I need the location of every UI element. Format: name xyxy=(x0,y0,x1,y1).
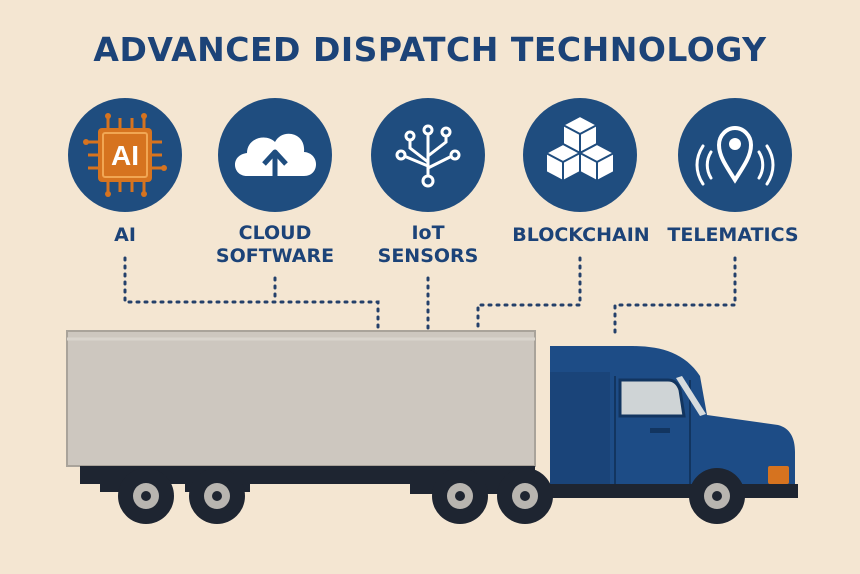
wheel xyxy=(432,468,488,524)
front-bumper xyxy=(758,484,798,498)
label-telematics: TELEMATICS xyxy=(648,224,818,247)
truck-illustration xyxy=(66,330,798,524)
label-iot-line1: IoT xyxy=(411,222,445,244)
connector-blockchain xyxy=(476,256,582,332)
ai-chip-text: AI xyxy=(111,140,139,171)
cab-window xyxy=(618,378,686,418)
page-title: ADVANCED DISPATCH TECHNOLOGY xyxy=(93,30,767,69)
label-iot-sensors: IoT SENSORS xyxy=(343,222,513,268)
label-blockchain-text: BLOCKCHAIN xyxy=(512,224,650,246)
connector-telematics xyxy=(613,256,737,340)
wheel xyxy=(689,468,745,524)
headlight xyxy=(768,466,789,484)
ai-chip-icon: AI xyxy=(68,98,182,212)
cloud-upload-icon xyxy=(218,98,332,212)
wheels xyxy=(118,468,745,524)
label-cloud-software: CLOUD SOFTWARE xyxy=(190,222,360,268)
blockchain-cubes-icon xyxy=(523,98,637,212)
circuit-sensor-icon xyxy=(371,98,485,212)
wheel xyxy=(497,468,553,524)
connector-lines xyxy=(123,256,737,340)
label-cloud-line2: SOFTWARE xyxy=(215,245,335,267)
label-ai-text: AI xyxy=(114,224,136,246)
label-ai: AI xyxy=(40,224,210,247)
label-blockchain: BLOCKCHAIN xyxy=(496,224,666,247)
label-iot-line2: SENSORS xyxy=(377,245,479,267)
trailer-chassis xyxy=(80,466,535,484)
label-telematics-text: TELEMATICS xyxy=(667,224,799,246)
trailer-box xyxy=(66,330,536,467)
label-cloud-line1: CLOUD xyxy=(238,222,312,244)
connector-ai xyxy=(123,256,380,332)
location-signal-icon xyxy=(678,98,792,212)
wheel xyxy=(189,468,245,524)
wheel xyxy=(118,468,174,524)
